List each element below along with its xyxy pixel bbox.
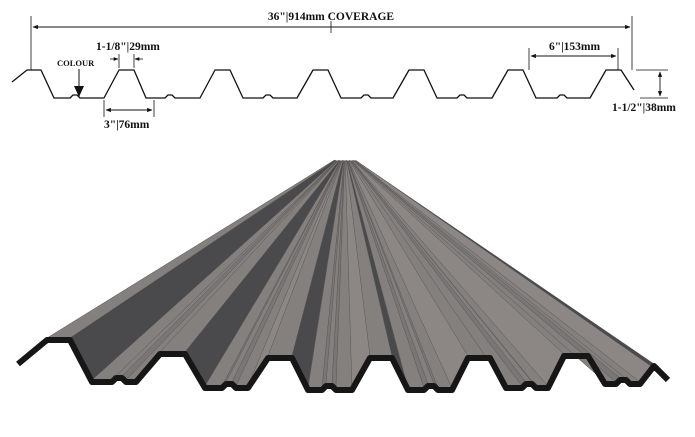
coverage-label: 36"|914mm COVERAGE: [268, 11, 394, 23]
rib-base-dimension: 3"|76mm: [103, 100, 155, 131]
coverage-dimension: 36"|914mm COVERAGE: [30, 11, 633, 70]
panel-rendering: [16, 159, 671, 393]
crest-width-dimension: 1-1/8"|29mm: [96, 41, 160, 68]
rib-spacing-dimension: 6"|153mm: [528, 41, 619, 70]
rib-height-dimension: 1-1/2"|38mm: [612, 69, 676, 114]
rib-height-label: 1-1/2"|38mm: [612, 102, 676, 114]
colour-indicator: COLOUR: [57, 58, 95, 97]
colour-label: COLOUR: [57, 58, 95, 68]
colour-arrow-icon: [74, 86, 84, 97]
profile-section-drawing: [11, 69, 635, 99]
profile-outline: [11, 69, 635, 99]
rib-base-label: 3"|76mm: [104, 119, 150, 131]
crest-width-label: 1-1/8"|29mm: [96, 41, 160, 53]
panel-front-edge: [16, 337, 671, 393]
rib-spacing-label: 6"|153mm: [549, 41, 600, 53]
